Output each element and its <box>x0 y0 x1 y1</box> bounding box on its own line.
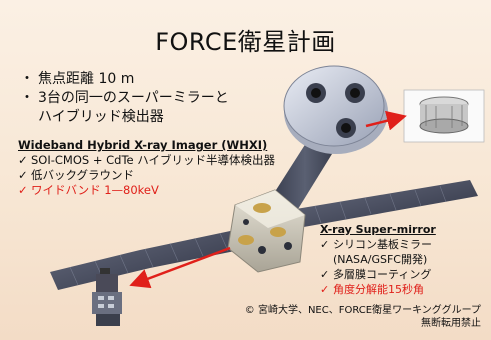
bullet-item: ・ 3台の同一のスーパーミラーと <box>20 89 229 108</box>
arrow-to-mirror-photo <box>365 110 407 131</box>
credit-line: © 宮崎大学、NEC、FORCE衛星ワーキンググループ <box>244 305 481 316</box>
arrow-to-detector-photo <box>129 246 231 289</box>
mirror-photo <box>403 89 485 143</box>
mirror-item-text: シリコン基板ミラー <box>333 238 432 251</box>
bullet-item-continuation: ハイブリッド検出器 <box>20 108 229 127</box>
bullet-item: ・ 焦点距離 10 m <box>20 70 229 89</box>
mirror-item-highlight: ✓ 角度分解能15秒角 <box>320 282 436 297</box>
whxi-item-text: 低バックグラウンド <box>31 168 135 182</box>
copyright-credit: © 宮崎大学、NEC、FORCE衛星ワーキンググループ 無断転用禁止 <box>245 304 481 330</box>
check-icon: ✓ <box>320 268 330 281</box>
whxi-item-text: SOI-CMOS + CdTe ハイブリッド半導体検出器 <box>31 153 276 167</box>
mirror-item-text: 多層膜コーティング <box>333 268 432 281</box>
mirror-item: ✓ 多層膜コーティング <box>320 267 436 282</box>
check-icon: ✓ <box>18 183 28 197</box>
bullet-text: ハイブリッド検出器 <box>38 109 164 125</box>
check-icon: ✓ <box>320 238 330 251</box>
whxi-item: ✓ 低バックグラウンド <box>18 168 275 183</box>
slide-title: FORCE衛星計画 <box>155 28 336 56</box>
solar-panel-right <box>290 180 478 228</box>
whxi-item: ✓ SOI-CMOS + CdTe ハイブリッド半導体検出器 <box>18 153 275 168</box>
mirror-heading: X-ray Super-mirror <box>320 223 436 236</box>
credit-notice: 無断転用禁止 <box>421 318 481 329</box>
spacecraft-bus <box>227 189 306 273</box>
mirror-item-text: 角度分解能15秒角 <box>333 283 424 296</box>
mirror-block: X-ray Super-mirror ✓ シリコン基板ミラー (NASA/GSF… <box>320 222 436 297</box>
bullet-text: 3台の同一のスーパーミラーと <box>38 90 229 106</box>
mirror-item: ✓ シリコン基板ミラー <box>320 237 436 252</box>
bullet-mark: ・ <box>20 71 34 87</box>
check-icon: ✓ <box>18 168 28 182</box>
detector-photo <box>92 268 122 326</box>
whxi-block: Wideband Hybrid X-ray Imager (WHXI) ✓ SO… <box>18 138 275 198</box>
check-icon: ✓ <box>320 283 330 296</box>
check-icon: ✓ <box>18 153 28 167</box>
mirror-module <box>283 65 388 154</box>
bullet-text: 焦点距離 10 m <box>38 71 135 87</box>
whxi-item-highlight: ✓ ワイドバンド 1—80keV <box>18 183 275 198</box>
mirror-item-sub: (NASA/GSFC開発) <box>333 253 428 266</box>
bullet-mark: ・ <box>20 90 34 106</box>
whxi-item-text: ワイドバンド 1—80keV <box>31 183 159 197</box>
feature-bullets: ・ 焦点距離 10 m ・ 3台の同一のスーパーミラーと ハイブリッド検出器 <box>20 70 229 127</box>
whxi-heading: Wideband Hybrid X-ray Imager (WHXI) <box>18 138 268 152</box>
